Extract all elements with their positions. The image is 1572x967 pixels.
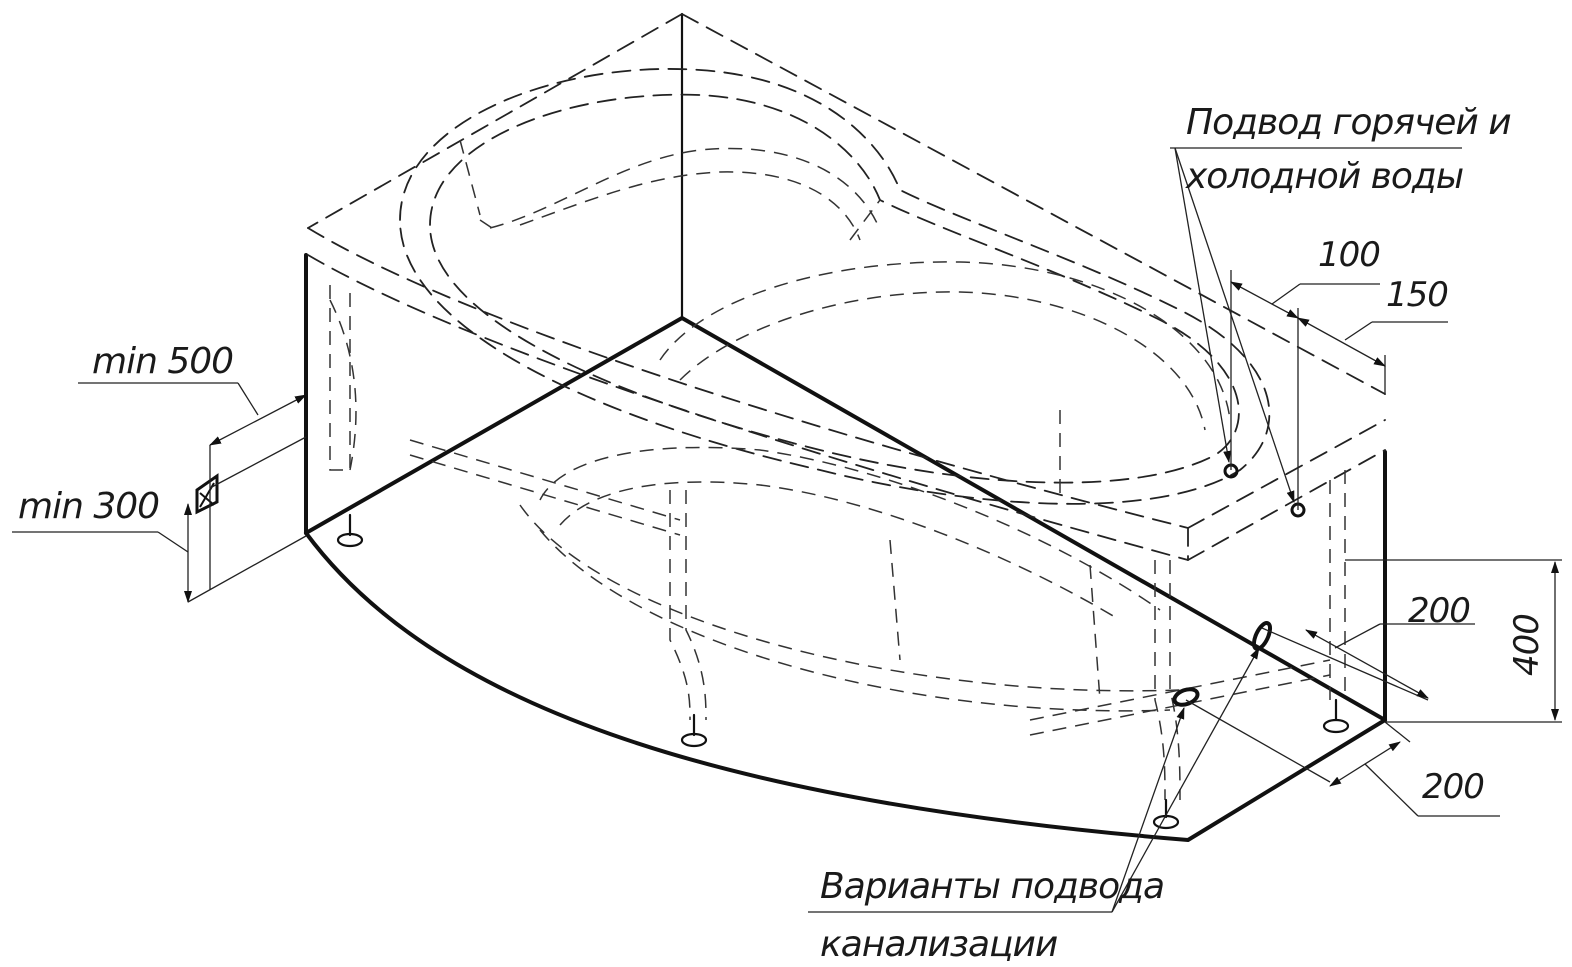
water-inlets (1223, 463, 1306, 518)
drain-outlets (1172, 621, 1273, 707)
dim400-label: 400 (1507, 614, 1547, 676)
tub-bowl (399, 68, 1271, 712)
floor-outline (304, 253, 1387, 842)
dim200b-label: 200 (1422, 767, 1484, 807)
dim200a-label: 200 (1408, 591, 1470, 631)
back-walls (307, 12, 1386, 395)
tub-rim (307, 227, 1386, 561)
dimension-200-upper: 200 (1261, 591, 1475, 701)
water-supply-callout: Подвод горячей и холодной воды (1170, 102, 1512, 503)
dimension-100-150: 100 150 (1230, 235, 1449, 510)
dimension-400: 400 (1345, 559, 1562, 723)
socket-icon (195, 473, 219, 515)
drain-label-line1: Варианты подвода (820, 866, 1164, 907)
min300-label: min 300 (18, 486, 159, 527)
min500-label: min 500 (92, 341, 233, 382)
dimension-min300: min 300 (12, 486, 307, 603)
leg-feet (336, 513, 1350, 830)
frame-legs (329, 285, 1346, 801)
dimension-200-lower: 200 (1185, 699, 1500, 817)
drain-callout: Варианты подвода канализации (808, 647, 1260, 965)
drain-label-line2: канализации (820, 924, 1058, 965)
dimension-min500: min 500 (78, 341, 307, 590)
water-label-line2: холодной воды (1185, 156, 1463, 197)
dim150-label: 150 (1386, 275, 1448, 315)
water-label-line1: Подвод горячей и (1186, 102, 1511, 143)
dim100-label: 100 (1318, 235, 1380, 275)
